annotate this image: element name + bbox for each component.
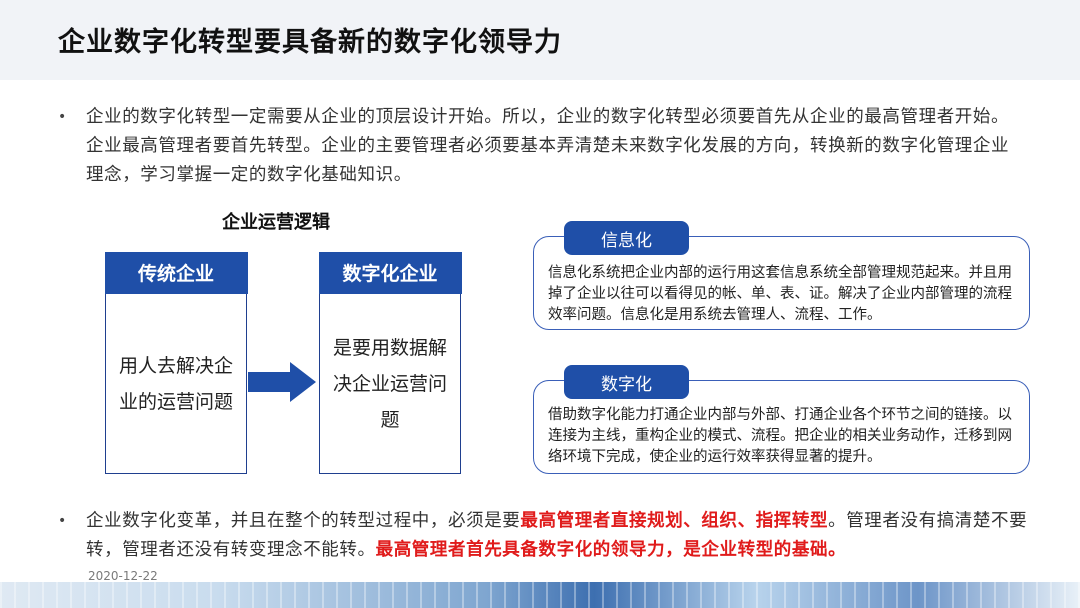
bullet-bottom-highlight-1: 最高管理者直接规划、组织、指挥转型	[520, 511, 829, 531]
logic-title: 企业运营逻辑	[222, 212, 330, 233]
bullet-marker: •	[58, 109, 67, 125]
informatization-text: 信息化系统把企业内部的运行用这套信息系统全部管理规范起来。并且用掉了企业以往可以…	[548, 265, 1012, 323]
digital-enterprise-box: 数字化企业 是要用数据解决企业运营问题	[318, 251, 462, 474]
date-label: 2020-12-22	[88, 569, 158, 583]
digitalization-card: 数字化 借助数字化能力打通企业内部与外部、打通企业各个环节之间的链接。以连接为主…	[533, 365, 1030, 474]
bullet-top: • 企业的数字化转型一定需要从企业的顶层设计开始。所以，企业的数字化转型必须要首…	[58, 103, 1026, 190]
slide-title: 企业数字化转型要具备新的数字化领导力	[58, 27, 562, 58]
header-bar: 企业数字化转型要具备新的数字化领导力	[0, 0, 1080, 80]
footer-photo-strip	[0, 582, 1080, 608]
bullet-bottom-text-1: 企业数字化变革，并且在整个的转型过程中，必须是要	[86, 511, 521, 531]
digital-enterprise-heading: 数字化企业	[318, 251, 462, 294]
traditional-enterprise-text: 用人去解决企业的运营问题	[118, 355, 233, 413]
bullet-top-text: 企业的数字化转型一定需要从企业的顶层设计开始。所以，企业的数字化转型必须要首先从…	[86, 107, 1010, 185]
informatization-tag: 信息化	[564, 221, 689, 255]
bullet-bottom-highlight-2: 最高管理者首先具备数字化的领导力，是企业转型的基础。	[375, 540, 847, 560]
right-arrow-icon	[248, 362, 316, 402]
bullet-bottom: • 企业数字化变革，并且在整个的转型过程中，必须是要最高管理者直接规划、组织、指…	[58, 507, 1046, 565]
bullet-bottom-text-2: 。管理者没有搞清楚不要转，管理者还没有转变理念不能转。	[86, 511, 1028, 560]
informatization-card: 信息化 信息化系统把企业内部的运行用这套信息系统全部管理规范起来。并且用掉了企业…	[533, 221, 1030, 330]
bullet-marker: •	[58, 513, 67, 529]
digitalization-text: 借助数字化能力打通企业内部与外部、打通企业各个环节之间的链接。以连接为主线，重构…	[548, 407, 1012, 465]
digitalization-tag: 数字化	[564, 365, 689, 399]
traditional-enterprise-box: 传统企业 用人去解决企业的运营问题	[104, 251, 248, 474]
digital-enterprise-text: 是要用数据解决企业运营问题	[332, 337, 447, 431]
traditional-enterprise-heading: 传统企业	[104, 251, 248, 294]
